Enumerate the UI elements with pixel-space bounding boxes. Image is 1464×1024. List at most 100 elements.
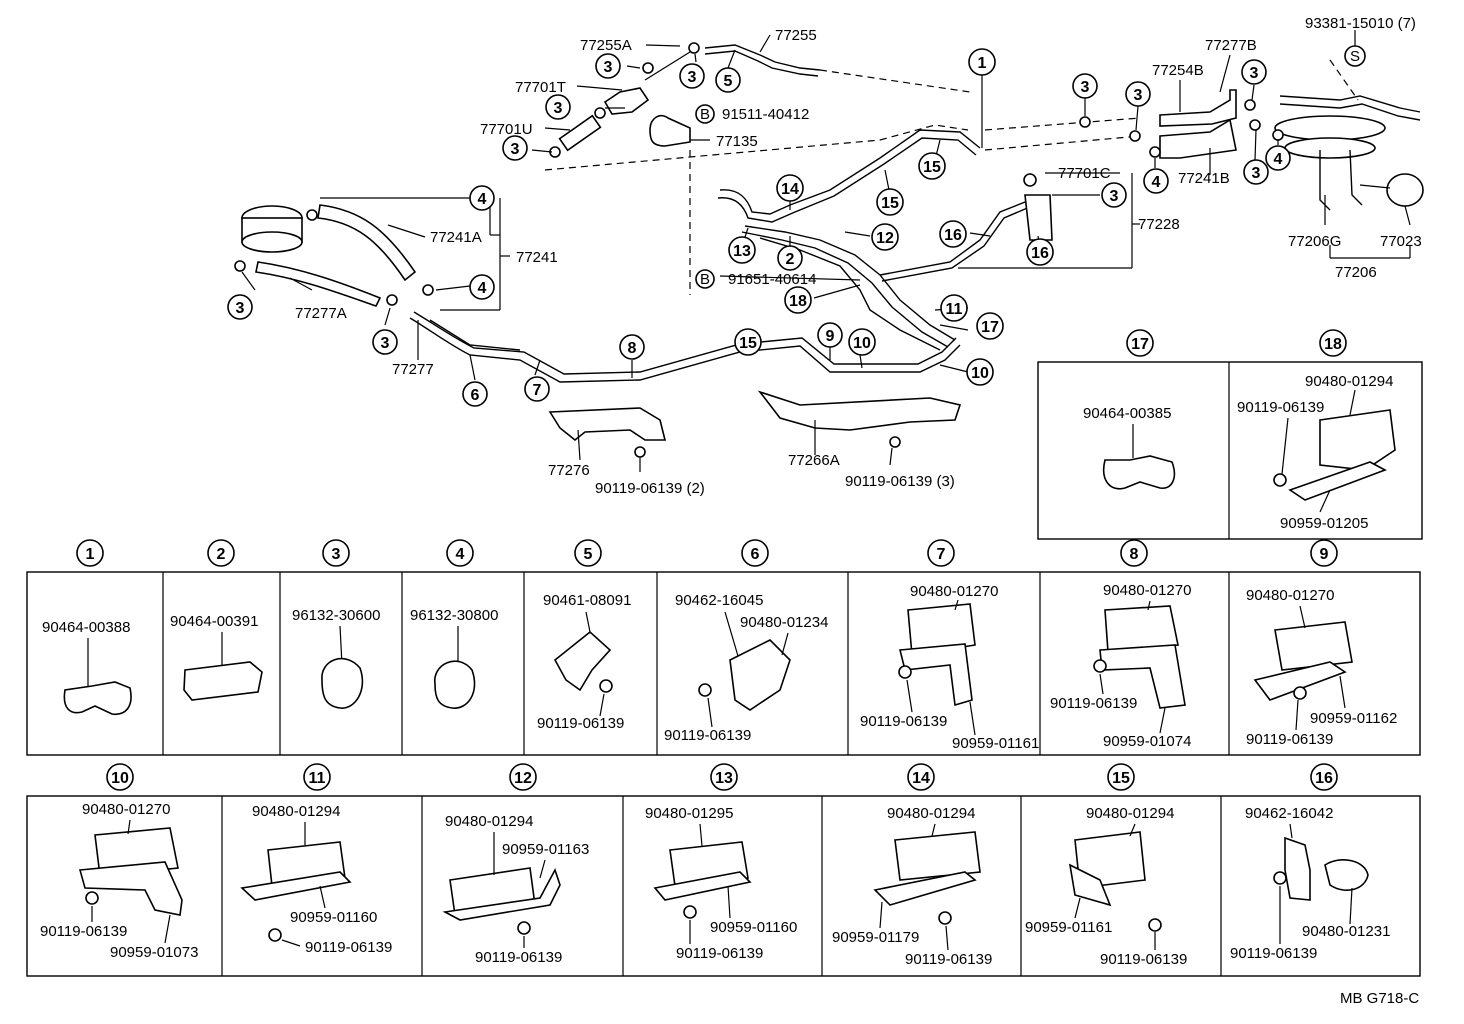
label-91651-40614: 91651-40614	[728, 271, 816, 288]
panel-row-2: 10 11 12 13 14 15 16 90480-01270 90119-0…	[26, 763, 1421, 977]
svg-text:18: 18	[1324, 336, 1342, 353]
svg-text:16: 16	[1031, 245, 1049, 262]
panel-10-num: 10	[106, 763, 134, 791]
panel-2-num: 2	[207, 539, 235, 567]
label-77266A: 77266A	[788, 452, 840, 469]
callout-15-c: 15	[734, 328, 762, 356]
bolt-symbol-b1: B	[700, 106, 710, 123]
callout-18-a: 18	[784, 286, 812, 314]
panel-18-num: 18	[1319, 329, 1347, 357]
p1-part-1: 90464-00388	[42, 619, 130, 636]
label-77241A: 77241A	[430, 229, 482, 246]
callout-3-b: 3	[679, 63, 705, 89]
panel-12-num: 12	[509, 763, 537, 791]
label-77277: 77277	[392, 361, 434, 378]
p13-part-1: 90480-01295	[645, 805, 733, 822]
label-77241B: 77241B	[1178, 170, 1230, 187]
svg-text:10: 10	[111, 770, 129, 787]
callout-15-a: 15	[918, 152, 946, 180]
svg-text:3: 3	[511, 141, 520, 158]
panel-17-num: 17	[1126, 329, 1154, 357]
callout-4-d: 4	[469, 274, 495, 300]
label-77255A: 77255A	[580, 37, 632, 54]
panel-11-num: 11	[303, 763, 331, 791]
p12-part-3: 90119-06139	[475, 949, 562, 966]
svg-text:4: 4	[456, 546, 465, 563]
svg-text:1: 1	[978, 55, 987, 72]
label-77276: 77276	[548, 462, 590, 479]
callout-13: 13	[728, 236, 756, 264]
svg-text:14: 14	[781, 181, 799, 198]
callout-3-d: 3	[502, 135, 528, 161]
svg-text:15: 15	[923, 159, 941, 176]
svg-text:3: 3	[236, 300, 245, 317]
p14-part-3: 90119-06139	[905, 951, 992, 968]
panel-3-num: 3	[322, 539, 350, 567]
p9-part-1: 90480-01270	[1246, 587, 1334, 604]
callout-3-a: 3	[595, 53, 621, 79]
svg-text:13: 13	[715, 770, 733, 787]
svg-text:11: 11	[946, 301, 963, 318]
p11-part-2: 90959-01160	[290, 909, 377, 926]
svg-text:7: 7	[937, 546, 946, 563]
svg-text:9: 9	[826, 328, 835, 345]
callout-4-c: 4	[469, 185, 495, 211]
svg-text:4: 4	[1274, 151, 1283, 168]
svg-text:3: 3	[1134, 87, 1143, 104]
p3-part-1: 96132-30600	[292, 607, 380, 624]
p16-part-1: 90462-16042	[1245, 805, 1333, 822]
p10-part-2: 90119-06139	[40, 923, 127, 940]
callout-3-j: 3	[227, 294, 253, 320]
callout-3-e: 3	[1072, 73, 1098, 99]
callout-5-a: 5	[715, 67, 741, 93]
label-77701U: 77701U	[480, 121, 533, 138]
label-77701C: 77701C	[1058, 165, 1111, 182]
svg-text:4: 4	[478, 191, 487, 208]
main-callouts: 3 3 5 3 3 1 3 3 3 4 3 4 15 15 14 3 4 16 …	[227, 48, 1291, 407]
svg-text:3: 3	[1081, 79, 1090, 96]
panel-6-num: 6	[741, 539, 769, 567]
panel-14-num: 14	[907, 763, 935, 791]
callout-2-a: 2	[777, 245, 803, 271]
svg-text:17: 17	[1131, 336, 1149, 353]
callout-11: 11	[940, 294, 968, 322]
p16-part-3: 90480-01231	[1302, 923, 1390, 940]
p6-part-2: 90480-01234	[740, 614, 828, 631]
callout-8-a: 8	[619, 334, 645, 360]
p13-part-3: 90119-06139	[676, 945, 763, 962]
p8-part-1: 90480-01270	[1103, 582, 1191, 599]
svg-text:4: 4	[478, 280, 487, 297]
label-77023: 77023	[1380, 233, 1422, 250]
svg-text:15: 15	[881, 195, 899, 212]
svg-text:3: 3	[332, 546, 341, 563]
screw-symbol-s: S	[1350, 48, 1360, 65]
panel-7-num: 7	[927, 539, 955, 567]
svg-text:6: 6	[751, 546, 760, 563]
callout-3-c: 3	[545, 94, 571, 120]
callout-14: 14	[776, 174, 804, 202]
svg-text:4: 4	[1152, 174, 1161, 191]
p6-part-3: 90119-06139	[664, 727, 751, 744]
callout-3-k: 3	[372, 329, 398, 355]
callout-3-h: 3	[1243, 159, 1269, 185]
label-77254B: 77254B	[1152, 62, 1204, 79]
callout-4-a: 4	[1265, 145, 1291, 171]
svg-text:2: 2	[786, 251, 795, 268]
callout-3-i: 3	[1101, 182, 1127, 208]
label-77255: 77255	[775, 27, 817, 44]
svg-text:1: 1	[86, 546, 95, 563]
p11-part-3: 90119-06139	[305, 939, 392, 956]
panel-9-num: 9	[1310, 539, 1338, 567]
label-77135: 77135	[716, 133, 758, 150]
svg-text:5: 5	[724, 73, 733, 90]
p18-part-3: 90959-01205	[1280, 515, 1368, 532]
p9-part-2: 90959-01162	[1310, 710, 1397, 727]
p8-part-3: 90959-01074	[1103, 733, 1191, 750]
label-90119-06139-3: 90119-06139 (3)	[845, 473, 955, 490]
svg-text:3: 3	[688, 69, 697, 86]
panel-row-1: 1 2 3 4 5 6 7 8 9 90464-00388 90464-0039…	[26, 539, 1421, 756]
p7-part-3: 90959-01161	[952, 735, 1039, 752]
svg-text:17: 17	[981, 319, 999, 336]
panel-5-num: 5	[574, 539, 602, 567]
